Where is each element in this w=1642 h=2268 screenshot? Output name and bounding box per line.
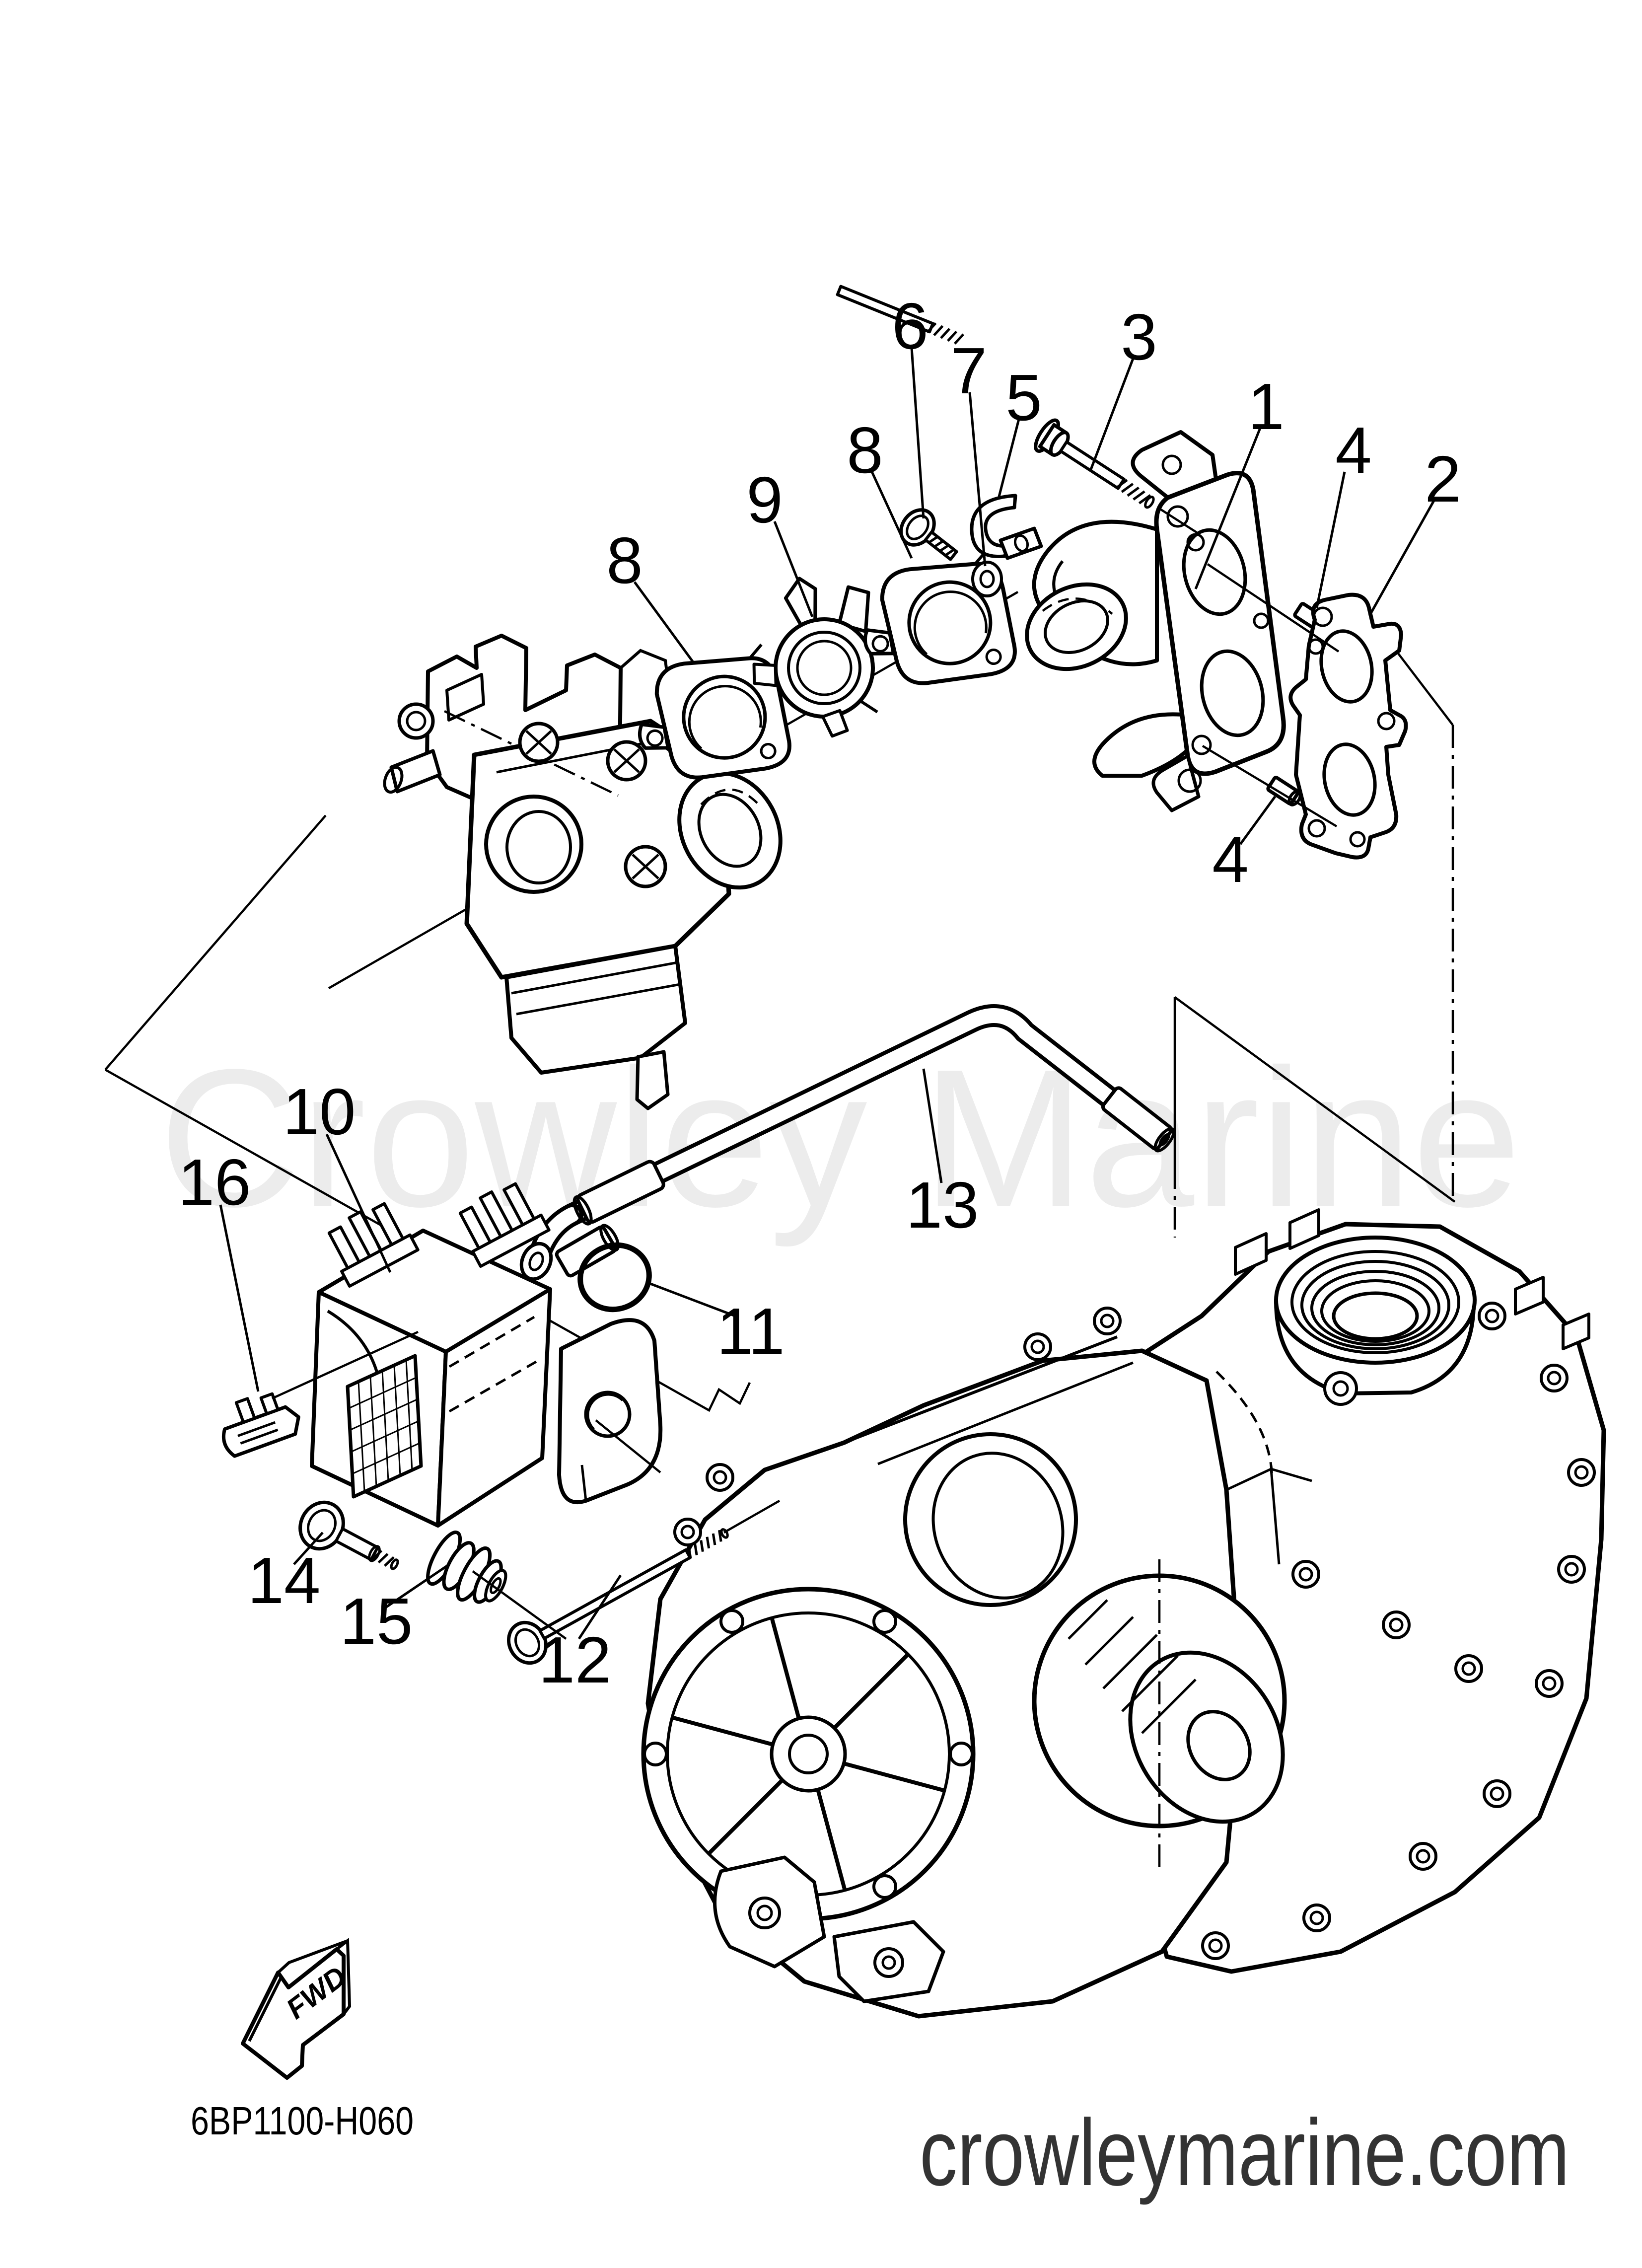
fwd-arrow-icon: FWD [241,1938,352,2080]
engine-post [1514,1276,1545,1316]
callout-label-10: 10 [283,1075,356,1148]
oil-filter [1032,1573,1287,1829]
callout-leader-2 [1368,500,1435,617]
callout-label-4: 4 [1335,414,1371,487]
callout-leader-3 [1089,358,1135,471]
callout-label-8: 8 [847,414,883,487]
silencer-bracket [557,1318,663,1505]
crankcase-cover [641,1587,976,1921]
cylinder-bore [903,1432,1078,1607]
site-url: crowleymarine.com [920,2100,1570,2205]
bolt-12 [507,1528,729,1665]
carb-screw [518,722,560,763]
fuel-pipe-sleeve-right [1101,1086,1175,1153]
engine-post [1288,1208,1320,1250]
callout-leader-15 [385,1564,449,1609]
engine-post [1562,1313,1590,1350]
drawing-code: 6BP1100-H060 [191,2098,414,2143]
fuel-pipe-sleeve-left [572,1160,665,1226]
callout-leader-13 [922,1068,943,1183]
silencer-rib-connector [327,1202,420,1288]
engine-bosses [673,1302,1596,1960]
callout-leader-4 [1239,796,1277,845]
clip-16 [221,1392,300,1458]
callout-leader-7 [968,392,987,567]
washer-7 [971,561,1003,597]
callout-leader-9 [773,521,814,617]
callout-label-8: 8 [606,524,643,597]
callout-label-1: 1 [1248,370,1284,443]
callout-leader-12 [577,1574,622,1640]
assembly-axis-lines [272,509,1340,1640]
carb-screw [606,740,647,782]
callout-label-7: 7 [950,334,987,407]
engine-post [1234,1232,1268,1276]
callout-leader-4 [1315,471,1346,608]
callout-label-4: 4 [1212,823,1248,896]
callout-leader-6 [910,347,925,519]
grommet-15 [426,1531,507,1604]
callout-label-11: 11 [716,1295,785,1368]
callout-label-12: 12 [539,1623,612,1696]
callout-leader-14 [293,1532,324,1565]
gasket-2 [1288,592,1408,860]
carb-drain-stub [635,1050,670,1110]
engine-threaded-port [1274,1236,1477,1406]
callout-label-9: 9 [746,463,783,536]
callout-leader-10 [325,1133,392,1273]
engine-block [641,1208,1606,2019]
callout-leader-8 [870,471,913,559]
callout-label-5: 5 [1005,361,1042,434]
insulator-9 [752,577,878,738]
intake-manifold [1025,430,1286,812]
intake-silencer [310,1182,663,1528]
callout-label-16: 16 [178,1146,251,1219]
fuel-pipe [519,1004,1175,1281]
engine-mount-lugs [713,1855,945,2003]
carb-screw [624,845,667,888]
callout-label-13: 13 [906,1169,979,1242]
silencer-inlet-stub [555,1224,620,1278]
callout-leader-8 [633,581,696,664]
callout-label-3: 3 [1121,300,1157,373]
stud-bolt-fragment [836,285,965,345]
callout-label-14: 14 [248,1544,321,1617]
callout-leader-1 [1194,428,1262,589]
silencer-mesh [346,1354,423,1499]
callout-leader-11 [646,1281,738,1318]
silencer-rib-connector [458,1182,551,1268]
callout-leader-5 [998,419,1020,497]
o-ring [577,1242,652,1313]
callout-leader-16 [219,1204,260,1392]
callout-label-15: 15 [340,1585,413,1658]
callout-label-6: 6 [892,290,928,363]
bolt-6 [899,508,958,561]
callout-label-2: 2 [1425,442,1461,515]
